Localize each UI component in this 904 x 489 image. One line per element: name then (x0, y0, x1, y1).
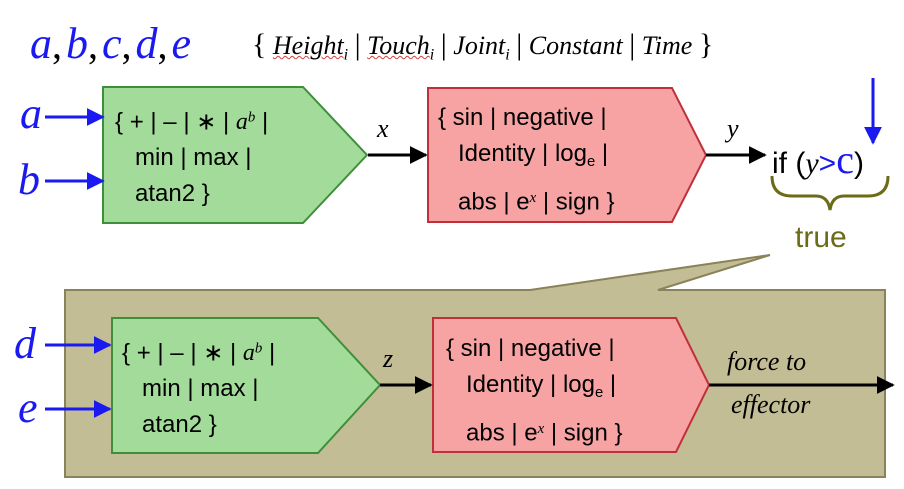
top-function-box (427, 87, 708, 223)
var-b: b (66, 19, 88, 68)
term-pipe-1: | (354, 28, 361, 61)
input-d-label: d (14, 319, 36, 368)
red-line-2-bottom: Identity | loge | (466, 371, 617, 402)
edge-z-label: z (383, 344, 394, 373)
term-touch: Touchi (367, 31, 435, 64)
term-time: Time (641, 31, 693, 60)
force-label-line2: effector (731, 390, 811, 419)
green-line-2: min | max | (135, 144, 252, 172)
red-line-1-bottom: { sin | negative | (446, 335, 615, 362)
var-c: c (102, 19, 122, 68)
input-b-label: b (18, 155, 40, 204)
edge-x-label: x (377, 114, 389, 143)
title-sep-2: , (88, 22, 98, 67)
bottom-green-text: { + | – | ∗ | ab | min | max | atan2 } (122, 331, 275, 443)
top-operator-box (102, 86, 369, 224)
bottom-function-box (432, 317, 711, 453)
terminal-open-brace: { (252, 28, 267, 61)
green-line-1-bottom: { + | – | ∗ | ab | (122, 339, 276, 367)
green-line-1: { + | – | ∗ | ab | (115, 108, 269, 136)
term-pipe-2: | (440, 28, 447, 61)
title-sep-4: , (157, 22, 168, 67)
var-e: e (171, 19, 192, 68)
condition-brace (770, 175, 890, 211)
force-label-line1: force to (727, 347, 807, 376)
red-line-3: abs | ex | sign } (458, 188, 615, 216)
title-sep-3: , (121, 22, 132, 67)
green-line-3-bottom: atan2 } (142, 411, 217, 439)
green-line-3: atan2 } (135, 180, 210, 208)
true-label: true (795, 221, 847, 254)
term-height: Heighti (272, 31, 349, 64)
red-line-2: Identity | loge | (458, 140, 609, 171)
top-red-text: { sin | negative | Identity | loge | abs… (438, 100, 615, 221)
red-line-1: { sin | negative | (438, 104, 607, 131)
input-e-label: e (18, 383, 38, 432)
term-constant: Constant (528, 31, 623, 60)
bottom-red-text: { sin | negative | Identity | loge | abs… (446, 331, 623, 452)
terminal-set: { Heighti | Touchi | Jointi | Constant |… (252, 28, 713, 65)
red-line-3-bottom: abs | ex | sign } (466, 419, 623, 447)
bottom-operator-box (111, 317, 382, 454)
var-a: a (30, 19, 52, 68)
edge-y-label: y (727, 114, 739, 143)
terminal-close-brace: } (698, 28, 714, 61)
var-d: d (135, 19, 158, 68)
term-joint: Jointi (453, 31, 510, 64)
top-green-text: { + | – | ∗ | ab | min | max | atan2 } (115, 100, 268, 212)
title-sep-1: , (52, 22, 62, 67)
condition-label: if (y>c) (772, 137, 864, 182)
green-line-2-bottom: min | max | (142, 375, 259, 403)
title-row: a, b, c, d, e (30, 18, 191, 72)
input-a-label: a (20, 89, 42, 138)
term-pipe-4: | (629, 28, 636, 61)
term-pipe-3: | (516, 28, 523, 61)
